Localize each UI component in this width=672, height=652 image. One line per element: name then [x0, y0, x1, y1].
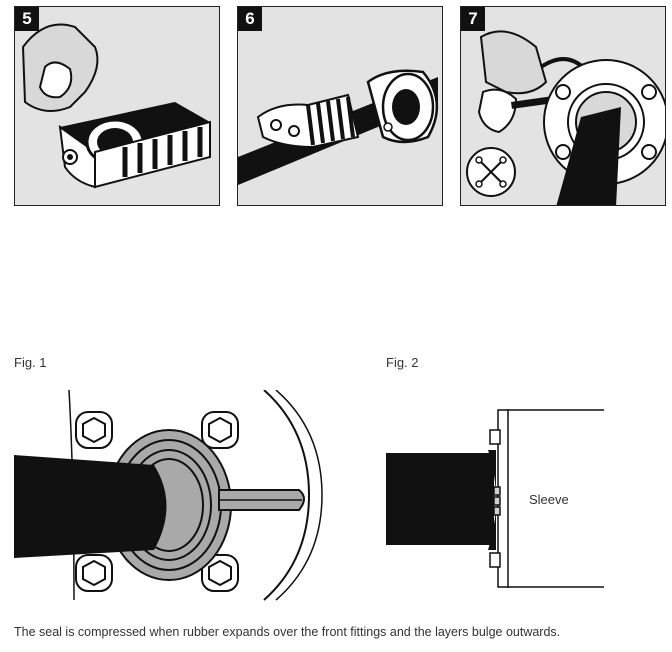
step-5-badge: 5 [15, 7, 39, 31]
step-6-illustration [238, 69, 439, 185]
step-6-panel: 6 [237, 6, 443, 206]
bolt-icon [201, 554, 239, 592]
figure-caption: The seal is compressed when rubber expan… [14, 625, 561, 639]
fig-2-illustration [386, 409, 604, 588]
step-7-illustration [466, 30, 665, 205]
fig-2-label: Fig. 2 [386, 355, 419, 370]
bolt-icon [75, 554, 113, 592]
fig-1-label: Fig. 1 [14, 355, 47, 370]
step-7-panel: 7 [460, 6, 666, 206]
bolt-icon [201, 411, 239, 449]
bolt-icon [75, 411, 113, 449]
step-7-badge: 7 [461, 7, 485, 31]
step-5-illustration [21, 23, 211, 189]
step-5-panel: 5 [14, 6, 220, 206]
step-6-badge: 6 [238, 7, 262, 31]
fig-1-illustration [14, 390, 323, 601]
sleeve-label: Sleeve [529, 492, 569, 507]
